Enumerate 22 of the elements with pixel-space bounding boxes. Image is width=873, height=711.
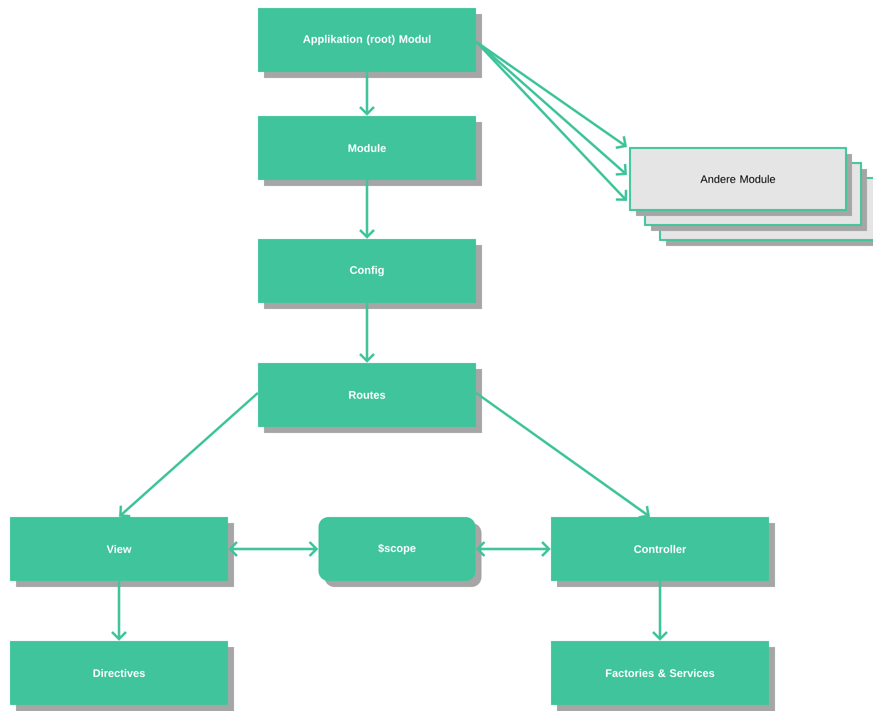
process-box: View [10,517,234,587]
process-box: Directives [10,641,234,711]
arrow [119,392,259,518]
process-box: Controller [551,517,775,587]
arrow [359,303,375,363]
arrow [475,40,628,201]
process-box: Routes [258,363,482,433]
arrow [359,180,375,239]
arrow [111,581,127,641]
arrow [475,40,627,149]
arrow [475,392,650,519]
process-box: Module [258,116,482,186]
stacked-module-box: Andere Module [629,147,873,246]
arrow [228,541,318,557]
process-box: Config [258,239,482,309]
process-box: Applikation (root) Modul [258,8,482,78]
arrow [476,541,551,557]
rounded-box: $scope [318,517,482,587]
arrow [359,72,375,116]
arrow [652,581,668,641]
arrow [475,40,627,176]
process-box: Factories & Services [551,641,775,711]
